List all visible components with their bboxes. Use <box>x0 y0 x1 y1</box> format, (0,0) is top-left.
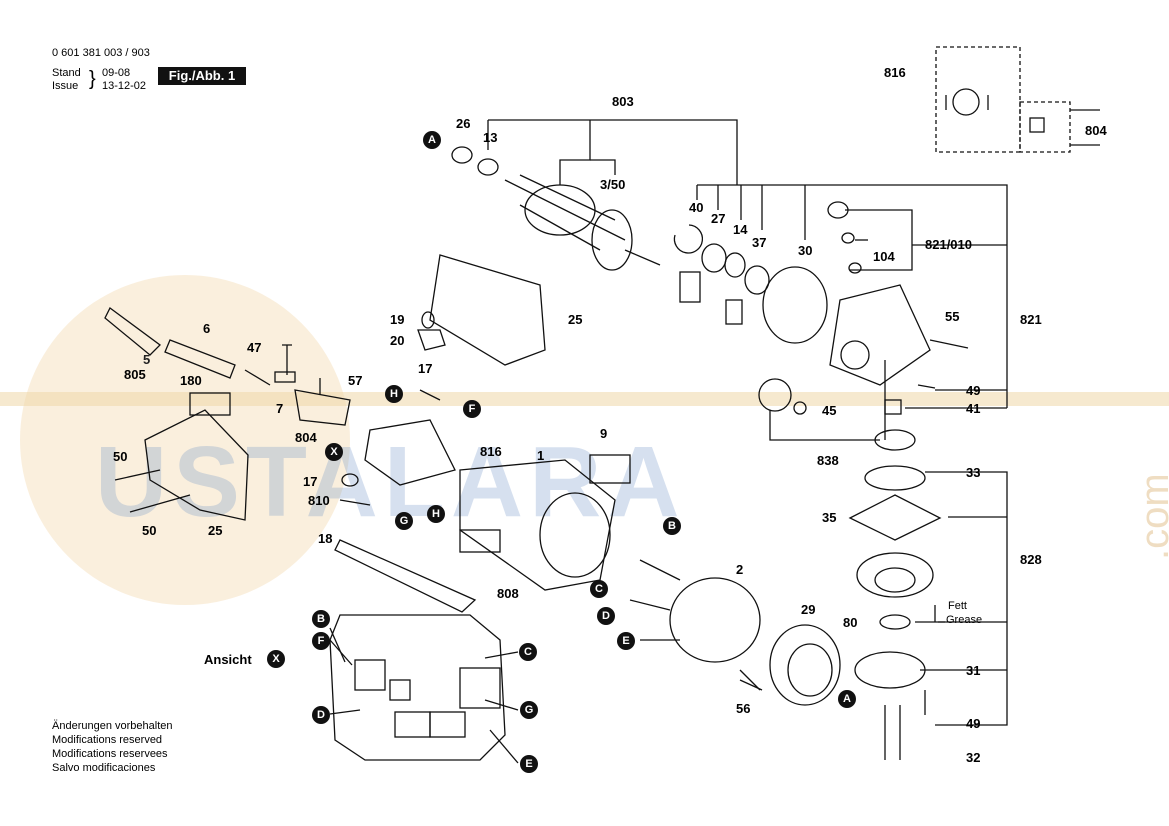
part-label-49a: 49 <box>966 383 981 398</box>
part-label-25: 25 <box>208 523 223 538</box>
issue-value: 13-12-02 <box>102 80 147 92</box>
part-label-821: 821 <box>1020 312 1042 327</box>
part-label-816: 816 <box>480 444 502 459</box>
marker-f-view: F <box>312 632 330 650</box>
part-label-56: 56 <box>736 701 751 716</box>
part-label-3-50: 3/50 <box>600 177 626 192</box>
part-label-80: 80 <box>843 615 858 630</box>
part-label-14: 14 <box>733 222 748 237</box>
part-label-13: 13 <box>483 130 498 145</box>
footer-note-fr: Modifications reservees <box>52 748 168 760</box>
part-label-805: 805 <box>124 367 146 382</box>
stand-value: 09-08 <box>102 67 131 79</box>
marker-b-1: B <box>663 517 681 535</box>
marker-a-bottom: A <box>838 690 856 708</box>
issue-label: Issue <box>52 80 79 92</box>
part-label-25-top: 25 <box>568 312 583 327</box>
part-label-19: 19 <box>390 312 405 327</box>
marker-d-1: D <box>597 607 615 625</box>
marker-a-top: A <box>423 131 441 149</box>
part-label-816-top: 816 <box>884 65 906 80</box>
part-label-5: 5 <box>143 352 151 367</box>
part-label-30: 30 <box>798 243 813 258</box>
marker-b-view: B <box>312 610 330 628</box>
part-label-821-010: 821/010 <box>925 237 972 252</box>
marker-g-1: G <box>395 512 413 530</box>
part-label-27: 27 <box>711 211 726 226</box>
part-label-7: 7 <box>276 401 284 416</box>
part-label-32: 32 <box>966 750 981 765</box>
part-label-41: 41 <box>966 401 981 416</box>
part-label-1: 1 <box>537 448 545 463</box>
marker-c-1: C <box>590 580 608 598</box>
marker-d-view: D <box>312 706 330 724</box>
marker-h-1: H <box>385 385 403 403</box>
part-number-header: 0 601 381 003 / 903 <box>52 47 150 59</box>
part-label-804-top: 804 <box>1085 123 1107 138</box>
marker-g-view: G <box>520 701 538 719</box>
part-label-35: 35 <box>822 510 837 525</box>
figure-label: Fig./Abb. 1 <box>158 67 246 85</box>
part-label-180: 180 <box>180 373 202 388</box>
part-label-37: 37 <box>752 235 767 250</box>
part-label-808: 808 <box>497 586 519 601</box>
grease-fett: Fett <box>948 600 967 612</box>
part-label-47: 47 <box>247 340 262 355</box>
part-label-18: 18 <box>318 531 333 546</box>
part-label-50b: 50 <box>142 523 157 538</box>
part-label-26: 26 <box>456 116 471 131</box>
part-label-45: 45 <box>822 403 837 418</box>
part-label-20: 20 <box>390 333 405 348</box>
footer-note-de: Änderungen vorbehalten <box>52 720 173 732</box>
view-label: Ansicht <box>204 652 252 667</box>
part-label-9: 9 <box>600 426 608 441</box>
part-label-57: 57 <box>348 373 363 388</box>
part-label-29: 29 <box>801 602 816 617</box>
part-label-55: 55 <box>945 309 960 324</box>
marker-e-view: E <box>520 755 538 773</box>
footer-note-es: Salvo modificaciones <box>52 762 156 774</box>
part-label-804: 804 <box>295 430 317 445</box>
footer-note-en: Modifications reserved <box>52 734 163 746</box>
part-label-40: 40 <box>689 200 704 215</box>
watermark-text: USTALARA <box>95 426 686 538</box>
part-label-828: 828 <box>1020 552 1042 567</box>
part-label-2: 2 <box>736 562 744 577</box>
stand-label: Stand <box>52 67 81 79</box>
part-label-50a: 50 <box>113 449 128 464</box>
part-label-838: 838 <box>817 453 839 468</box>
part-label-6: 6 <box>203 321 211 336</box>
watermark-stripe <box>0 392 1169 406</box>
marker-h-2: H <box>427 505 445 523</box>
watermark-circle <box>20 275 350 605</box>
part-label-17b: 17 <box>303 474 318 489</box>
marker-e-1: E <box>617 632 635 650</box>
view-marker-x: X <box>267 650 285 668</box>
part-label-17a: 17 <box>418 361 433 376</box>
part-label-33: 33 <box>966 465 981 480</box>
grease-grease: Grease <box>946 614 983 626</box>
brace: } <box>89 68 96 90</box>
part-label-803: 803 <box>612 94 634 109</box>
part-label-810: 810 <box>308 493 330 508</box>
part-label-31: 31 <box>966 663 981 678</box>
part-label-104: 104 <box>873 249 895 264</box>
marker-f-1: F <box>463 400 481 418</box>
part-label-49b: 49 <box>966 716 981 731</box>
marker-c-view: C <box>519 643 537 661</box>
marker-x-part: X <box>325 443 343 461</box>
